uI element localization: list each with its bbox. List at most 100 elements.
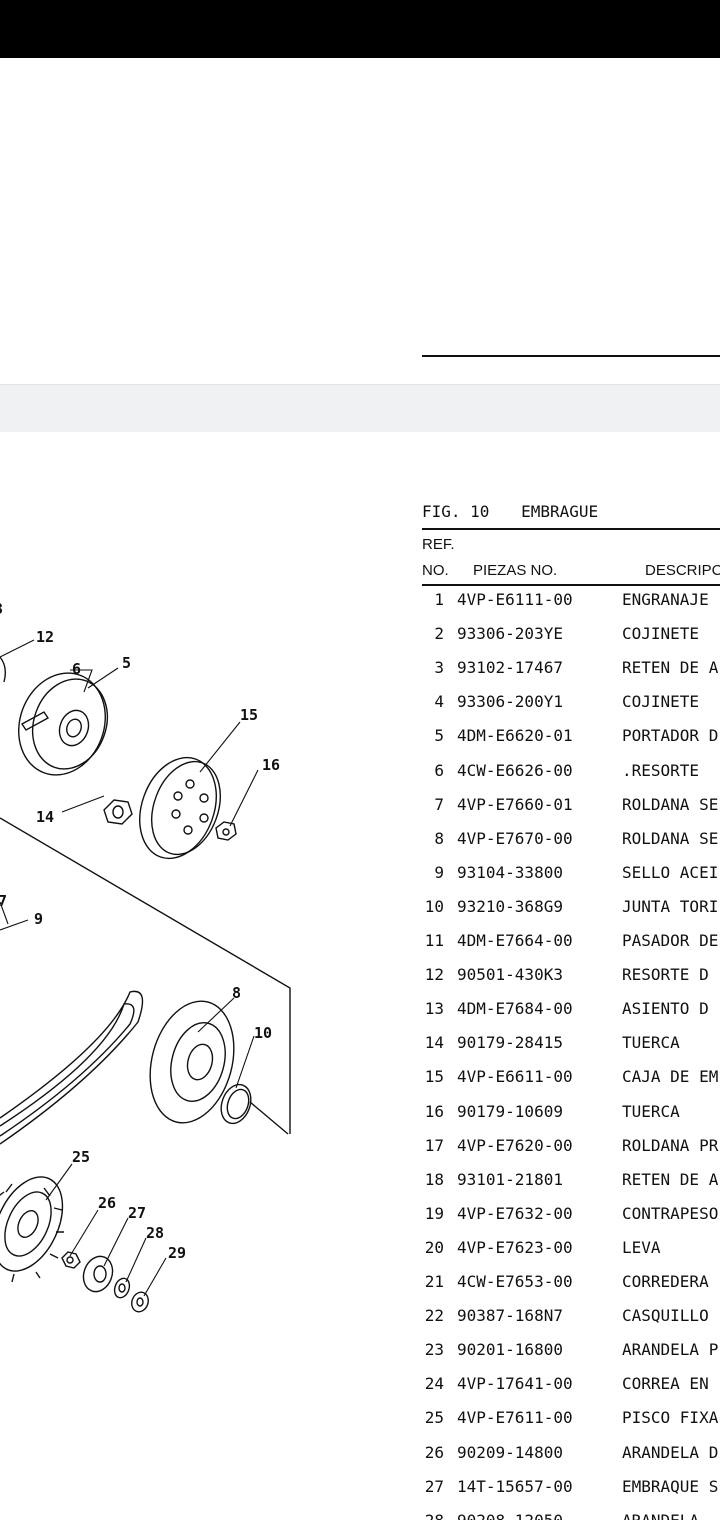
- part-ref: 10: [424, 896, 444, 916]
- part-ref: 18: [424, 1169, 444, 1189]
- part-ref: 14: [424, 1033, 444, 1053]
- callout-10: 10: [254, 1024, 272, 1042]
- part-number: 14T-15657-00: [457, 1476, 573, 1496]
- part-number: 4VP-E7660-01: [457, 794, 573, 814]
- callout-29: 29: [168, 1244, 186, 1262]
- callout-3: 3: [0, 600, 3, 618]
- part-ref: 28: [418, 1511, 444, 1520]
- part-description: CONTRAPESO: [622, 1203, 719, 1223]
- part-number: 90179-10609: [457, 1101, 563, 1121]
- part-number: 90501-430K3: [457, 965, 563, 985]
- header-ref-top: REF.: [422, 536, 455, 553]
- callout-8: 8: [232, 984, 241, 1002]
- part-description: CORREDERA: [622, 1272, 709, 1291]
- part-number: 90209-14800: [457, 1442, 563, 1462]
- exploded-parts-diagram: 3 12 6 5 15 16 14 7 9 8 10 25 26 27 28 2…: [0, 600, 291, 1313]
- callout-6: 6: [72, 660, 81, 678]
- part-number: 93306-200Y1: [457, 692, 563, 712]
- part-ref: 8: [434, 828, 444, 848]
- parts-row: 26 90209-14800 ARANDELA D: [0, 1443, 720, 1477]
- parts-row: 13 4DM-E7684-00 ASIENTO D: [0, 999, 720, 1033]
- part-ref: 4: [434, 692, 444, 712]
- figure-title: FIG. 10 EMBRAGUE: [422, 502, 598, 521]
- part-number: 93101-21801: [457, 1169, 563, 1189]
- part-ref: 13: [424, 999, 444, 1019]
- part-number: 4DM-E6620-01: [457, 726, 573, 746]
- part-ref: 9: [434, 862, 444, 882]
- callout-25: 25: [72, 1148, 90, 1166]
- part-description: ARANDELA D: [622, 1442, 719, 1462]
- part-number: 4DM-E7684-00: [457, 999, 573, 1019]
- part-ref: 1: [434, 590, 444, 609]
- callout-28: 28: [146, 1224, 164, 1242]
- part-number: 4VP-E6611-00: [457, 1067, 573, 1087]
- part-ref: 11: [424, 931, 444, 950]
- part-ref: 2: [434, 624, 444, 644]
- part-ref: 23: [424, 1340, 444, 1360]
- part-description: PASADOR DE: [622, 931, 719, 950]
- page-separator: [0, 384, 720, 434]
- part-number: 93102-17467: [457, 658, 563, 678]
- callout-15: 15: [240, 706, 258, 724]
- part-number: 4CW-E7653-00: [457, 1272, 573, 1291]
- part-description: CASQUILLO: [622, 1306, 709, 1326]
- header-rule: [422, 584, 720, 586]
- callout-7: 7: [0, 892, 7, 910]
- part-ref: 25: [424, 1408, 444, 1428]
- callout-12: 12: [36, 628, 54, 646]
- part-ref: 21: [424, 1272, 444, 1291]
- document-page[interactable]: 3 12 6 5 15 16 14 7 9 8 10 25 26 27 28 2…: [0, 432, 720, 1520]
- part-ref: 5: [434, 726, 444, 746]
- top-status-bar: [0, 0, 720, 58]
- part-description: COJINETE: [622, 624, 700, 644]
- previous-page-rule: [422, 355, 720, 357]
- part-number: 4VP-17641-00: [457, 1374, 573, 1394]
- part-description: ARANDELA: [622, 1511, 699, 1520]
- header-ref-bottom: NO.: [422, 562, 449, 579]
- part-ref: 15: [424, 1067, 444, 1087]
- part-description: ROLDANA SE: [622, 828, 719, 848]
- part-description: CAJA DE EM: [622, 1067, 719, 1087]
- callout-5: 5: [122, 654, 131, 672]
- part-number: 4CW-E6626-00: [457, 760, 573, 780]
- parts-row: 15 4VP-E6611-00 CAJA DE EM: [0, 1067, 720, 1101]
- part-ref: 26: [424, 1442, 444, 1462]
- part-ref: 12: [424, 965, 444, 985]
- part-number: 90179-28415: [457, 1033, 563, 1053]
- parts-row: 4 93306-200Y1 COJINETE: [0, 692, 720, 726]
- parts-row: 28 90208-12050 ARANDELA: [0, 1511, 720, 1520]
- parts-row: 21 4CW-E7653-00 CORREDERA: [0, 1272, 720, 1306]
- figure-label: FIG. 10: [422, 502, 490, 521]
- part-ref: 22: [424, 1306, 444, 1326]
- part-number: 4VP-E7611-00: [457, 1408, 573, 1428]
- part-number: 4VP-E6111-00: [457, 590, 573, 609]
- figure-name: EMBRAGUE: [521, 502, 599, 521]
- part-description: COJINETE: [622, 692, 700, 712]
- previous-page-area: [0, 58, 720, 384]
- part-ref: 24: [424, 1374, 444, 1394]
- header-description: DESCRIPC: [645, 562, 720, 579]
- part-description: .RESORTE: [622, 760, 700, 780]
- part-number: 90208-12050: [457, 1511, 563, 1520]
- header-parts-no: PIEZAS NO.: [473, 562, 558, 579]
- part-description: LEVA: [622, 1237, 661, 1257]
- part-description: PISCO FIXA: [622, 1408, 719, 1428]
- callout-9: 9: [34, 910, 43, 928]
- part-description: SELLO ACEI: [622, 862, 719, 882]
- part-description: ASIENTO D: [622, 999, 709, 1019]
- part-description: TUERCA: [622, 1033, 680, 1053]
- part-number: 4VP-E7620-00: [457, 1135, 573, 1155]
- part-description: ENGRANAJE: [622, 590, 709, 609]
- part-description: TUERCA: [622, 1101, 680, 1121]
